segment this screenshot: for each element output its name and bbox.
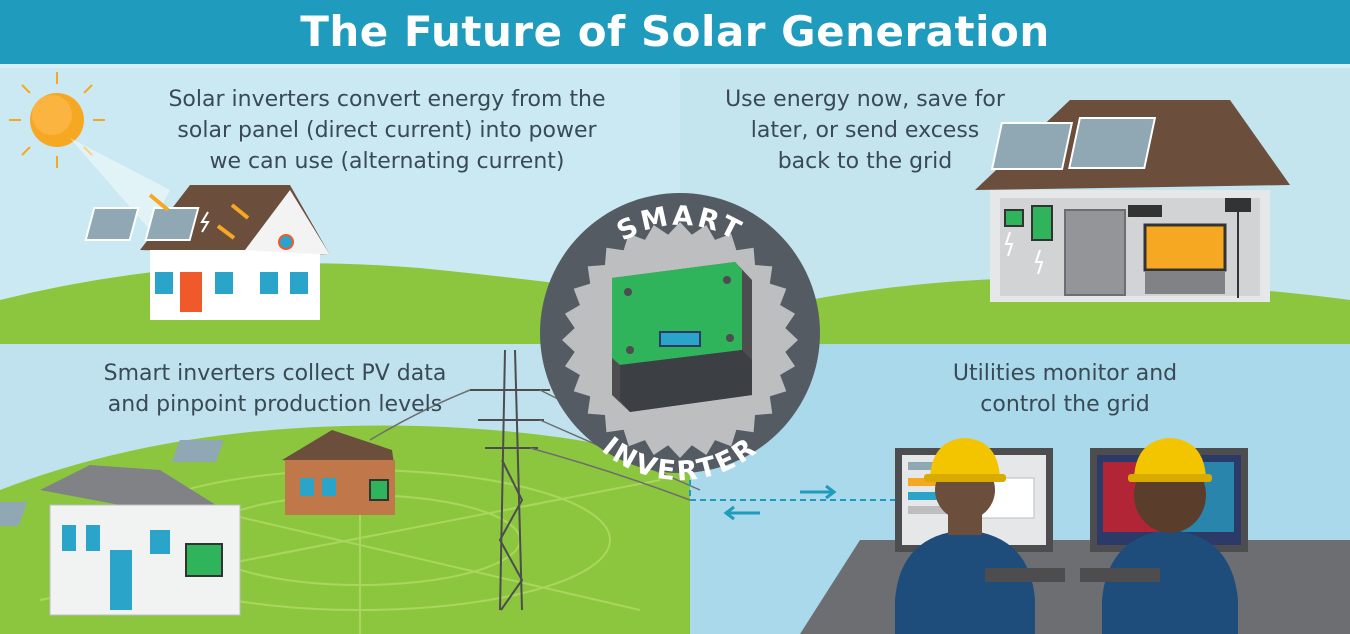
caption-utilities-monitor: Utilities monitor and control the grid <box>900 358 1230 420</box>
caption-line: Utilities monitor and <box>952 361 1178 386</box>
sun-icon <box>9 72 170 230</box>
keyboards <box>985 568 1160 582</box>
house-small-brick <box>171 430 395 515</box>
caption-collect-data: Smart inverters collect PV data and pinp… <box>60 358 490 420</box>
title-banner: The Future of Solar Generation <box>0 0 1350 68</box>
inverter-device <box>612 262 752 412</box>
house-solar-panels <box>84 185 330 320</box>
house-large-white <box>0 465 241 616</box>
utility-worker-left <box>895 438 1035 634</box>
arrow-right-icon <box>800 484 837 500</box>
control-room-desk <box>800 540 1350 634</box>
caption-line: Use energy now, save for <box>725 87 1005 112</box>
caption-line: back to the grid <box>777 149 953 174</box>
caption-line: Smart inverters collect PV data <box>103 361 447 386</box>
lightning-bolt-icon <box>1004 231 1014 257</box>
caption-line: and pinpoint production levels <box>107 392 443 417</box>
house-energy-storage <box>975 100 1290 302</box>
caption-line: Solar inverters convert energy from the <box>168 87 606 112</box>
data-flow <box>689 480 910 521</box>
lightning-bolt-icon <box>200 211 210 233</box>
caption-line: we can use (alternating current) <box>209 149 565 174</box>
lightning-bolt-icon <box>1034 249 1044 275</box>
arrow-left-icon <box>723 505 760 521</box>
caption-use-energy: Use energy now, save for later, or send … <box>690 84 1040 177</box>
caption-line: control the grid <box>980 392 1150 417</box>
page-title: The Future of Solar Generation <box>300 7 1050 56</box>
utility-worker-right <box>1102 438 1238 634</box>
caption-line: later, or send excess <box>750 118 980 143</box>
power-tower-icon <box>470 349 550 611</box>
smart-inverter-badge: SMART INVERTER <box>540 193 820 487</box>
caption-line: solar panel (direct current) into power <box>177 118 597 143</box>
caption-convert-energy: Solar inverters convert energy from the … <box>122 84 652 177</box>
